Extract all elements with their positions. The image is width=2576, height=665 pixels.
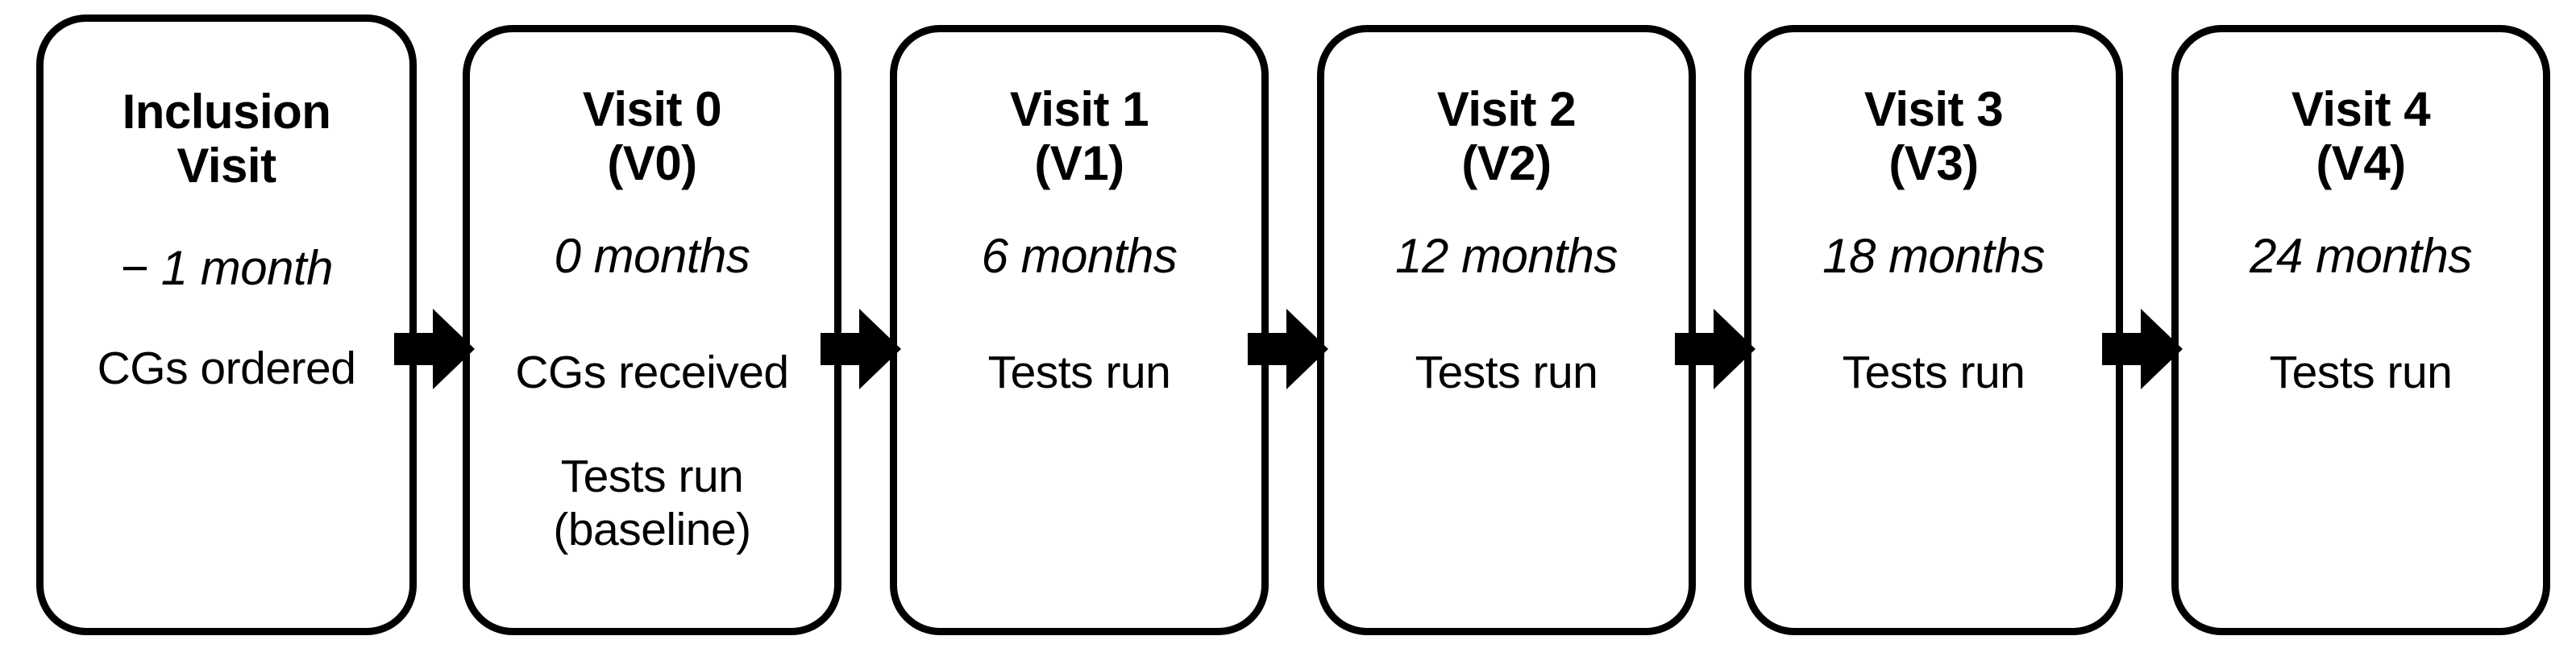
visit-node-visit-1[interactable]: Visit 1 (V1) 6 months Tests run (890, 25, 1269, 635)
visit-node-time: 24 months (2250, 229, 2472, 284)
visit-node-inclusion-visit[interactable]: Inclusion Visit − 1 month CGs ordered (36, 15, 417, 635)
block-arrow-right-icon (821, 309, 901, 389)
visit-node-title: Visit 4 (V4) (2291, 82, 2431, 191)
visit-node-title: Visit 2 (V2) (1436, 82, 1577, 191)
visit-node-time: 0 months (554, 229, 750, 284)
visit-node-visit-3[interactable]: Visit 3 (V3) 18 months Tests run (1744, 25, 2123, 635)
visit-node-activity: Tests run (987, 346, 1171, 398)
flow-arrow-1 (394, 309, 475, 389)
visit-node-time: − 1 month (119, 241, 334, 296)
visit-node-activity: CGs ordered (97, 342, 356, 394)
visit-node-title: Inclusion Visit (122, 85, 331, 193)
visit-node-time: 18 months (1822, 229, 2045, 284)
visit-node-title: Visit 1 (V1) (1009, 82, 1149, 191)
flow-arrow-4 (1675, 309, 1755, 389)
visit-node-activity: CGs received (515, 346, 789, 398)
visit-node-title: Visit 3 (V3) (1863, 82, 2004, 191)
flow-arrow-5 (2102, 309, 2183, 389)
visit-node-activity: Tests run (1415, 346, 1598, 398)
block-arrow-right-icon (394, 309, 475, 389)
visit-node-visit-4[interactable]: Visit 4 (V4) 24 months Tests run (2171, 25, 2550, 635)
visit-node-title: Visit 0 (V0) (582, 82, 722, 191)
block-arrow-right-icon (1248, 309, 1328, 389)
visit-node-visit-2[interactable]: Visit 2 (V2) 12 months Tests run (1317, 25, 1696, 635)
visit-node-time: 12 months (1395, 229, 1618, 284)
visit-node-activity: Tests run (2269, 346, 2453, 398)
flow-arrow-2 (821, 309, 901, 389)
visit-node-time: 6 months (981, 229, 1178, 284)
visit-node-activity-secondary: Tests run (baseline) (553, 451, 751, 555)
visit-node-visit-0[interactable]: Visit 0 (V0) 0 months CGs received Tests… (463, 25, 841, 635)
visit-node-activity: Tests run (1842, 346, 2025, 398)
block-arrow-right-icon (1675, 309, 1755, 389)
flow-arrow-3 (1248, 309, 1328, 389)
block-arrow-right-icon (2102, 309, 2183, 389)
